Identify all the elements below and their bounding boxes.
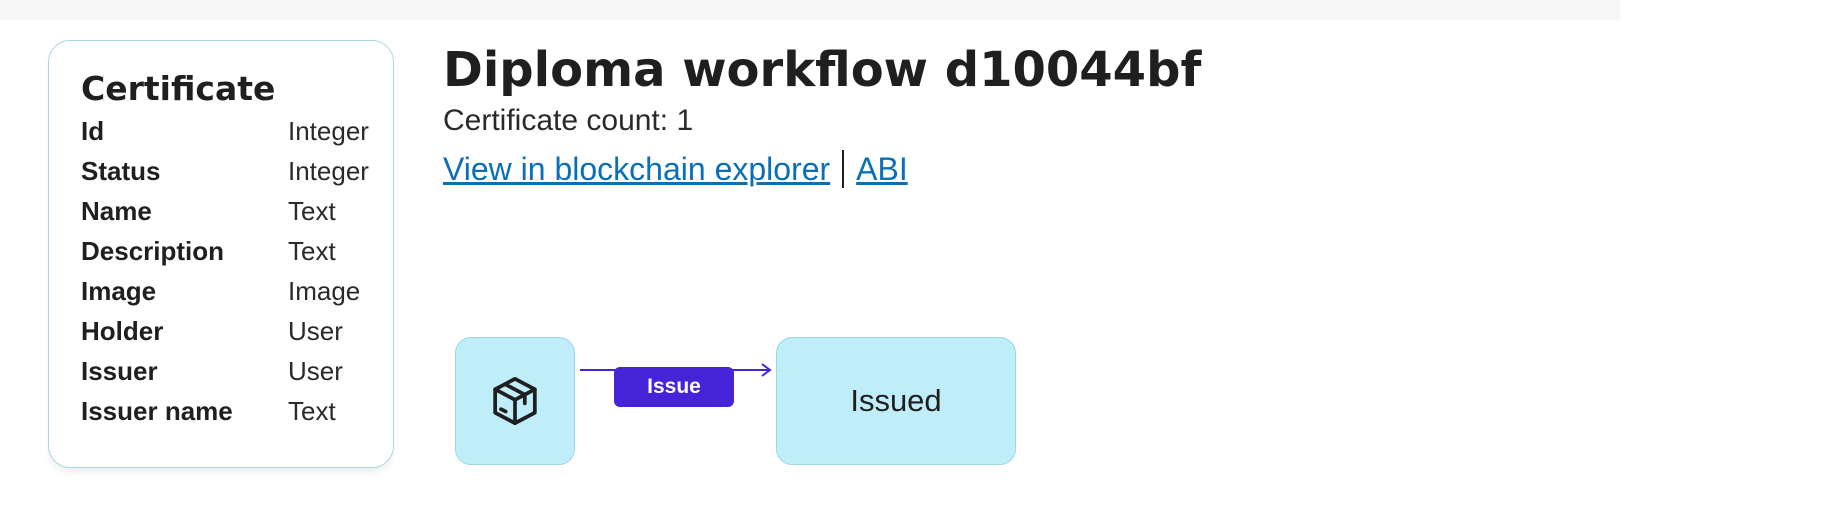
field-row: Name Text (81, 191, 393, 231)
field-row: Holder User (81, 311, 393, 351)
field-type: Integer (288, 115, 369, 146)
field-type: Text (288, 235, 336, 266)
state-label: Issued (850, 383, 942, 418)
abi-link[interactable]: ABI (856, 150, 908, 187)
field-type: Text (288, 395, 336, 426)
certificate-card: Certificate Id Integer Status Integer Na… (48, 40, 394, 468)
field-type: Integer (288, 155, 369, 186)
field-list: Id Integer Status Integer Name Text Desc… (81, 111, 393, 431)
top-band (0, 0, 1620, 20)
field-name: Issuer (81, 355, 158, 386)
issue-transition-button[interactable]: Issue (614, 367, 734, 407)
certificate-count: Certificate count: 1 (443, 104, 694, 137)
field-row: Issuer User (81, 351, 393, 391)
field-name: Holder (81, 315, 164, 346)
field-name: Issuer name (81, 395, 233, 426)
field-name: Description (81, 235, 225, 266)
link-bar: View in blockchain explorer ABI (443, 150, 908, 188)
field-type: Text (288, 195, 336, 226)
issued-state-node: Issued (776, 337, 1016, 465)
field-row: Issuer name Text (81, 391, 393, 431)
package-icon (493, 376, 537, 426)
field-name: Status (81, 155, 161, 186)
start-state-node (455, 337, 575, 465)
field-name: Name (81, 195, 152, 226)
field-name: Image (81, 275, 157, 306)
field-row: Status Integer (81, 151, 393, 191)
field-type: Image (288, 275, 361, 306)
blockchain-explorer-link[interactable]: View in blockchain explorer (443, 150, 831, 187)
field-type: User (288, 355, 343, 386)
card-title: Certificate (81, 69, 276, 108)
field-name: Id (81, 115, 105, 146)
page-title: Diploma workflow d10044bf (443, 42, 1202, 98)
field-row: Description Text (81, 231, 393, 271)
field-type: User (288, 315, 343, 346)
link-divider (842, 150, 845, 188)
field-row: Id Integer (81, 111, 393, 151)
field-row: Image Image (81, 271, 393, 311)
